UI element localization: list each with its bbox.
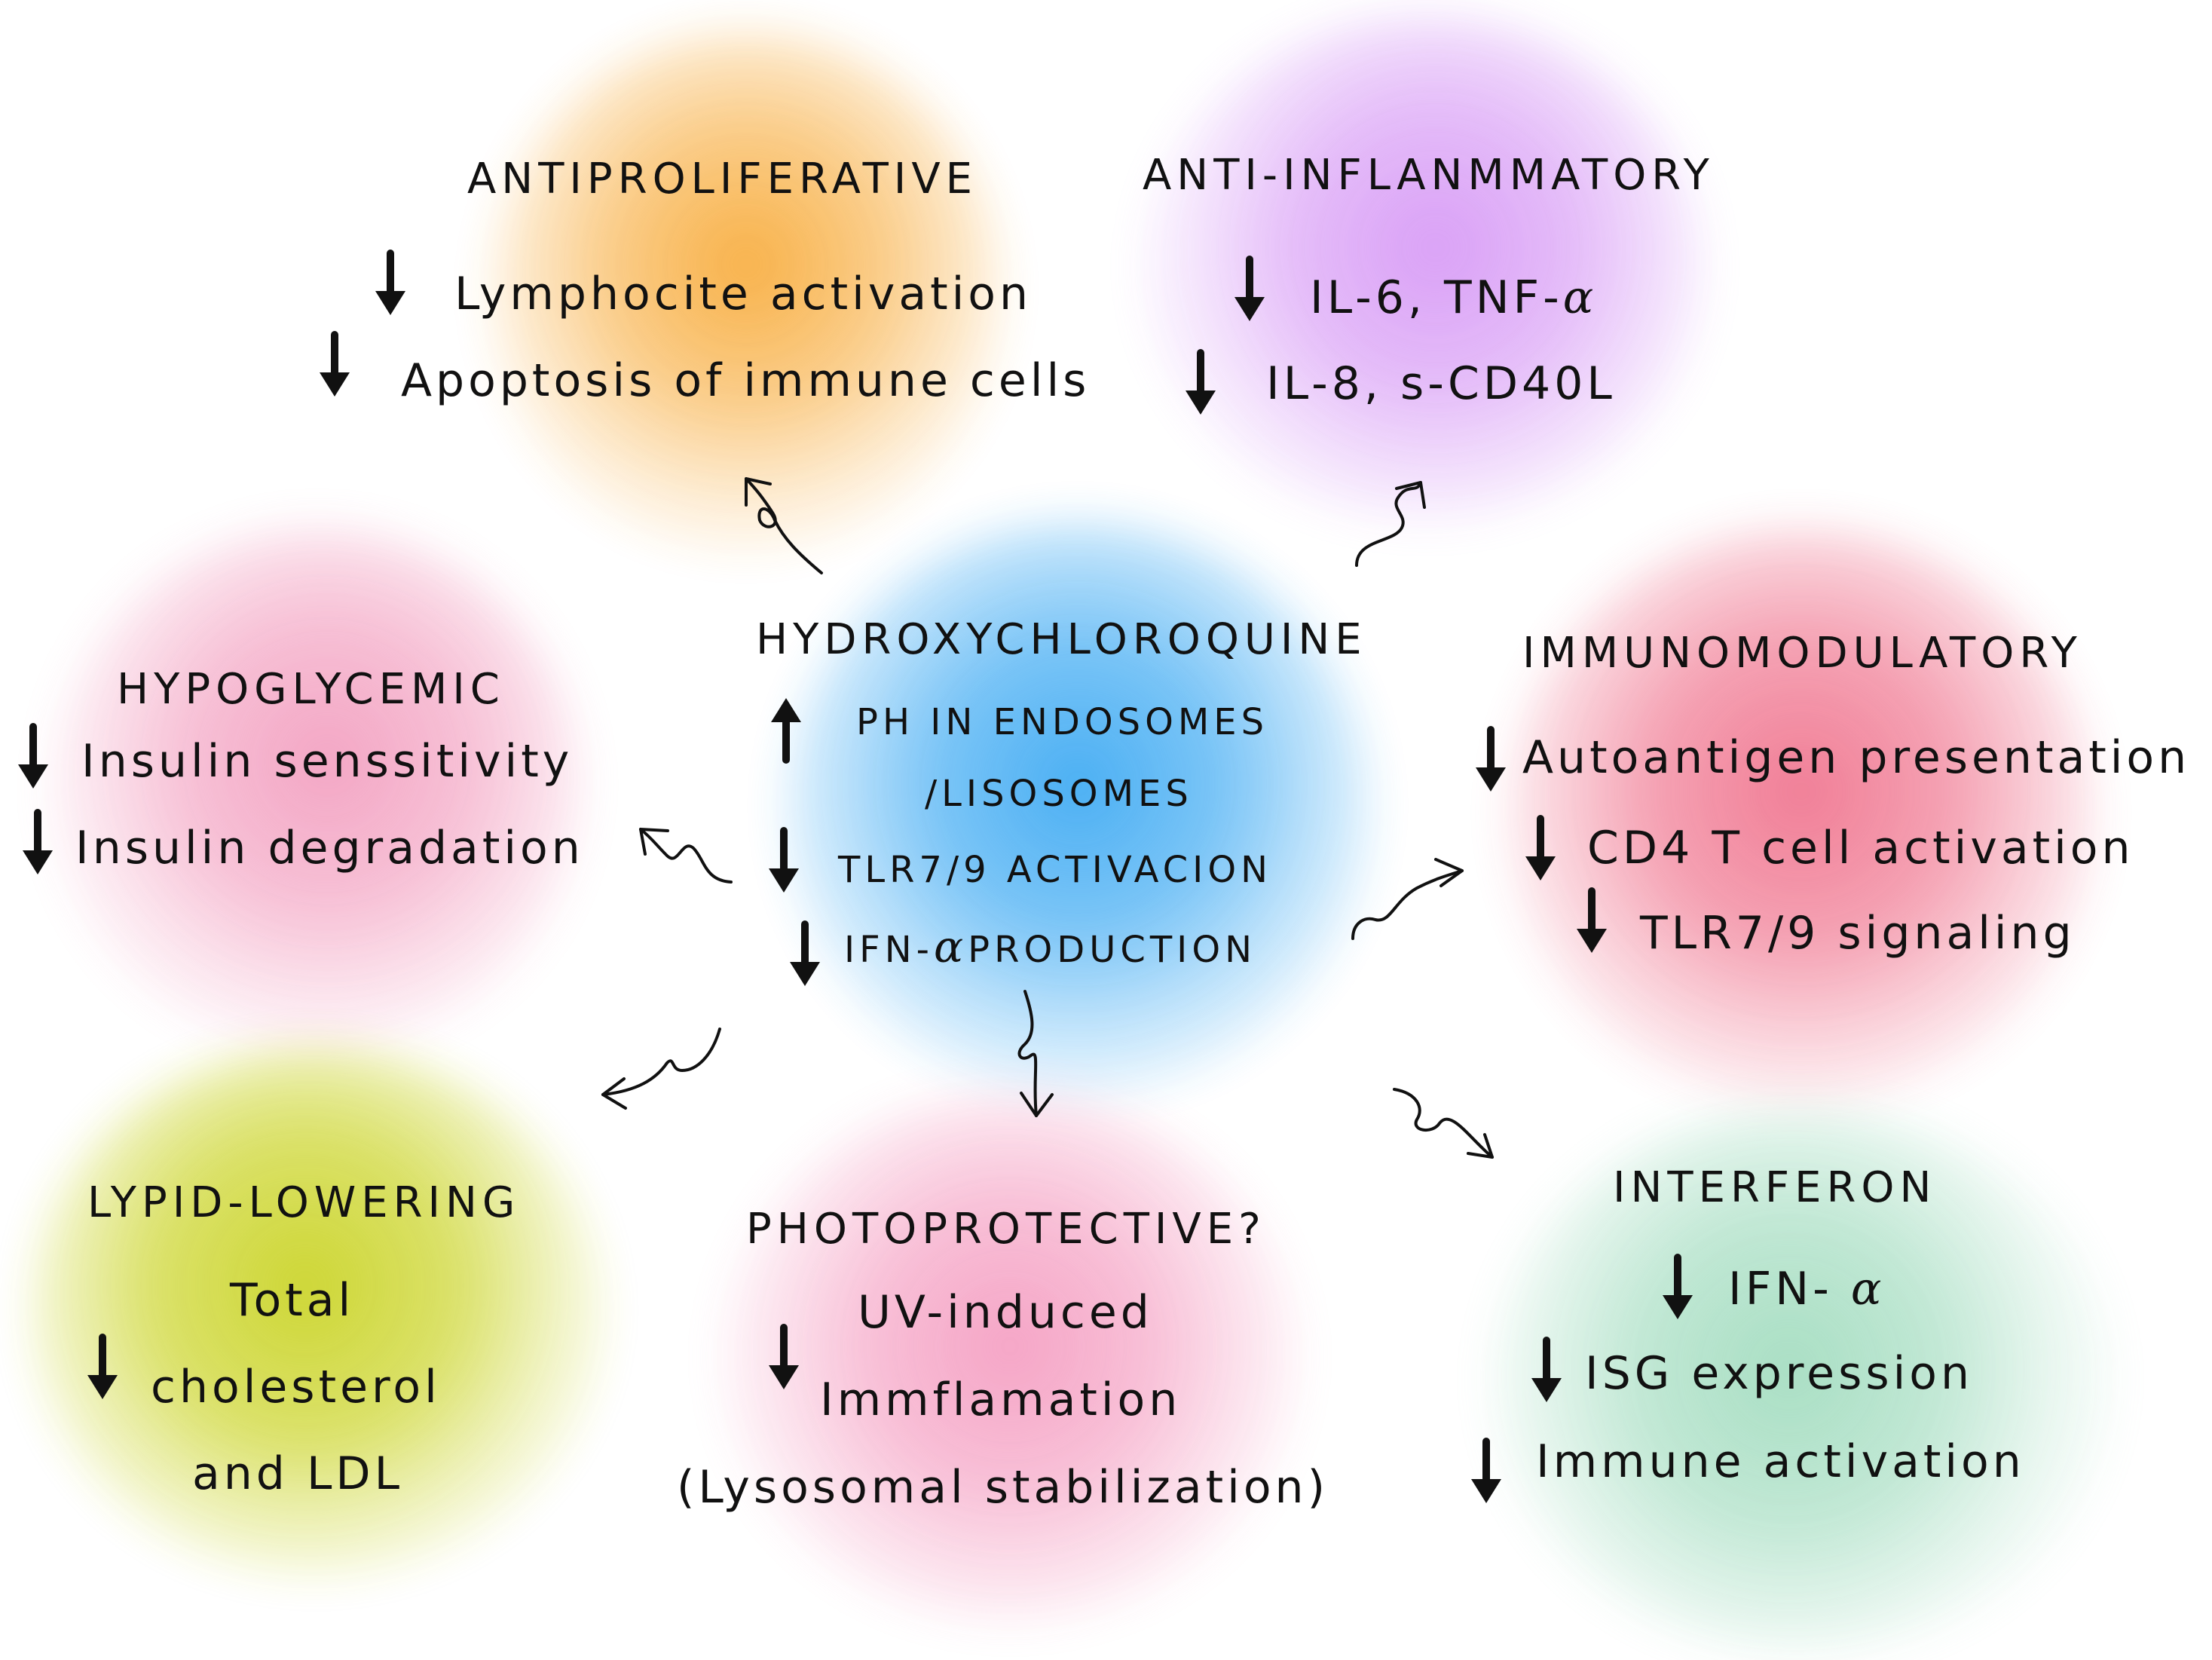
arrowhead-photoprotective: [1020, 1092, 1054, 1117]
lypid-lowering-line-1: Total: [230, 1274, 355, 1327]
down-arrow-icon: [1228, 255, 1271, 327]
down-arrow-icon: [763, 826, 805, 899]
connector-to-antiproliferative: [745, 477, 823, 574]
connector-to-anti-inflammatory: [1355, 481, 1422, 567]
ifn-production-line: IFN-αPRODUCTION: [844, 921, 1256, 972]
hypoglycemic-blob: [53, 528, 580, 1048]
arrowhead-anti-inflammatory: [1395, 481, 1426, 509]
down-arrow-icon: [1571, 887, 1613, 959]
interferon-title: INTERFERON: [1613, 1163, 1937, 1212]
ifn-production-suffix: PRODUCTION: [968, 929, 1257, 971]
hydroxychloroquine-title: HYDROXYCHLOROQUINE: [756, 615, 1367, 664]
photoprotective-blob: [724, 1093, 1296, 1621]
photoprotective-line-1: UV-induced: [858, 1286, 1153, 1339]
immunomodulatory-item-2: CD4 T cell activation: [1587, 822, 2134, 874]
interferon-item-1-text: IFN-: [1728, 1263, 1851, 1315]
down-arrow-icon: [784, 920, 826, 992]
interferon-item-1: IFN- α: [1728, 1263, 1885, 1315]
connector-to-lypid-lowering: [601, 1028, 721, 1096]
hydroxychloroquine-blob: [784, 520, 1372, 1093]
endosome-ph-line-1: PH IN ENDOSOMES: [856, 701, 1269, 743]
photoprotective-line-2: Immflamation: [820, 1374, 1182, 1426]
antiproliferative-blob: [490, 30, 1002, 550]
anti-inflammatory-item-2: IL-8, s-CD40L: [1266, 357, 1616, 410]
down-arrow-icon: [763, 1323, 805, 1395]
interferon-item-3: Immune activation: [1536, 1435, 2025, 1488]
down-arrow-icon: [1519, 814, 1562, 887]
arrowhead-antiproliferative: [745, 477, 772, 507]
alpha-glyph: α: [934, 921, 968, 972]
antiproliferative-item-1: Lymphocite activation: [454, 268, 1033, 320]
lypid-lowering-line-3: and LDL: [192, 1447, 404, 1500]
anti-inflammatory-blob: [1146, 15, 1703, 520]
anti-inflammatory-item-1-text: IL-6, TNF-: [1310, 271, 1563, 324]
immunomodulatory-blob: [1507, 528, 2095, 1101]
photoprotective-line-3: (Lysosomal stabilization): [677, 1461, 1329, 1514]
down-arrow-icon: [1525, 1336, 1568, 1408]
immunomodulatory-title: IMMUNOMODULATORY: [1522, 629, 2082, 678]
arrowhead-interferon: [1467, 1133, 1494, 1159]
lypid-lowering-line-2: cholesterol: [151, 1361, 441, 1413]
hypoglycemic-title: HYPOGLYCEMIC: [117, 665, 505, 714]
arrowhead-immunomodulatory: [1434, 858, 1464, 887]
connector-to-hypoglycemic: [639, 828, 733, 884]
lypid-lowering-blob: [30, 1048, 603, 1576]
anti-inflammatory-item-1: IL-6, TNF-α: [1310, 271, 1597, 324]
interferon-blob: [1492, 1108, 2110, 1651]
alpha-glyph: α: [1850, 1263, 1886, 1315]
down-arrow-icon: [1657, 1253, 1699, 1325]
down-arrow-icon: [12, 722, 54, 795]
down-arrow-icon: [314, 330, 356, 403]
connector-to-immunomodulatory: [1351, 869, 1464, 940]
down-arrow-icon: [17, 808, 59, 881]
down-arrow-icon: [1465, 1437, 1507, 1509]
alpha-glyph: α: [1562, 271, 1598, 324]
antiproliferative-title: ANTIPROLIFERATIVE: [467, 155, 978, 204]
down-arrow-icon: [81, 1333, 124, 1405]
connector-to-interferon: [1393, 1088, 1494, 1159]
photoprotective-title: PHOTOPROTECTIVE?: [746, 1205, 1266, 1254]
arrowhead-hypoglycemic: [639, 828, 669, 856]
interferon-item-2: ISG expression: [1585, 1347, 1973, 1400]
anti-inflammatory-title: ANTI-INFLANMMATORY: [1143, 151, 1715, 200]
lypid-lowering-title: LYPID-LOWERING: [87, 1178, 521, 1227]
arrowhead-lypid-lowering: [601, 1077, 627, 1110]
connector-to-photoprotective: [1017, 990, 1038, 1117]
hypoglycemic-item-1: Insulin senssitivity: [81, 735, 574, 788]
down-arrow-icon: [369, 249, 411, 321]
up-arrow-icon: [765, 692, 807, 764]
down-arrow-icon: [1179, 348, 1222, 421]
ifn-production-prefix: IFN-: [844, 929, 934, 971]
endosome-ph-line-2: /LISOSOMES: [925, 773, 1193, 815]
antiproliferative-item-2: Apoptosis of immune cells: [401, 354, 1091, 407]
immunomodulatory-item-1: Autoantigen presentation: [1522, 731, 2191, 784]
hypoglycemic-item-2: Insulin degradation: [75, 822, 584, 874]
immunomodulatory-item-3: TLR7/9 signaling: [1640, 907, 2076, 960]
down-arrow-icon: [1470, 725, 1512, 798]
tlr-activation-line: TLR7/9 ACTIVACION: [838, 849, 1273, 891]
